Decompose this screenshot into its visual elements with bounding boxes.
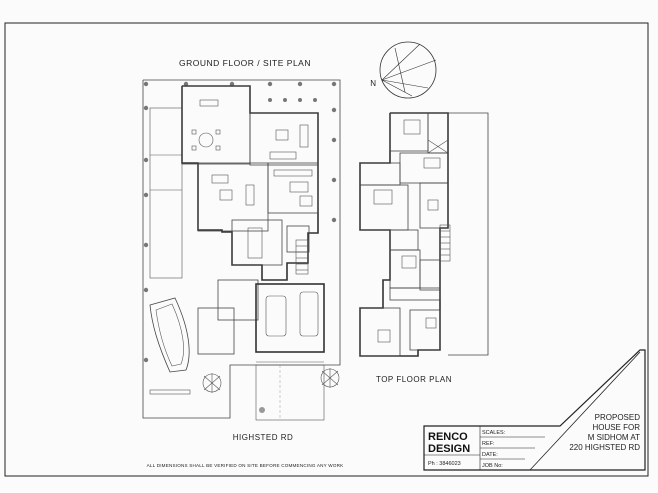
bedroom-1 — [359, 184, 409, 231]
top-site-outline — [448, 112, 489, 356]
boat — [149, 297, 190, 373]
foyer — [217, 279, 259, 321]
garage — [255, 283, 325, 353]
lounge — [197, 162, 269, 232]
top-floor-walls — [359, 112, 449, 357]
ensuite-top — [427, 112, 449, 154]
outdoor-deck — [149, 107, 183, 279]
ground-floor-title: GROUND FLOOR / SITE PLAN — [179, 58, 311, 68]
garden-tree-left — [202, 373, 222, 393]
bath-3 — [419, 259, 441, 291]
robe — [389, 287, 441, 301]
front-fence — [149, 389, 191, 395]
project-line-1: PROPOSED — [595, 413, 641, 422]
ground-floor-plan — [142, 79, 341, 421]
project-line-3: M SIDHOM AT — [588, 433, 640, 442]
boundary-trees — [143, 81, 337, 363]
bedroom-4 — [409, 309, 441, 351]
sheet-border — [4, 22, 649, 477]
general-note: ALL DIMENSIONS SHALL BE VERIFIED ON SITE… — [147, 463, 344, 468]
scale-label: SCALES: — [482, 430, 506, 436]
dining-room — [231, 219, 283, 266]
driveway — [255, 364, 325, 421]
kitchen — [267, 162, 319, 214]
car-right — [299, 291, 319, 337]
walk-in-robe — [359, 162, 401, 186]
alfresco-dining — [181, 85, 251, 165]
north-compass — [379, 41, 437, 99]
ground-stair — [295, 239, 309, 275]
project-line-2: HOUSE FOR — [592, 423, 640, 432]
title-block — [423, 349, 646, 471]
laundry — [286, 225, 310, 253]
project-line-4: 220 HIGHSTED RD — [569, 443, 640, 452]
job-number-label: JOB No: — [482, 463, 503, 469]
top-floor-title: TOP FLOOR PLAN — [376, 375, 452, 384]
north-label: N — [370, 79, 376, 88]
date-label: DATE: — [482, 452, 498, 458]
top-floor-plan — [359, 112, 489, 357]
landing — [389, 229, 419, 251]
title-block-frame — [423, 349, 646, 471]
company-phone: Ph : 3846023 — [428, 461, 461, 467]
bath-2 — [419, 182, 449, 229]
company-name-line2: DESIGN — [428, 443, 470, 455]
family-room — [249, 112, 319, 166]
dressing-room — [359, 307, 401, 357]
bedroom-3 — [389, 249, 421, 289]
car-left — [265, 295, 287, 337]
street-label: HIGHSTED RD — [233, 433, 294, 442]
study — [197, 307, 235, 355]
company-name-line1: RENCO — [428, 431, 468, 443]
top-stair — [439, 224, 451, 262]
ref-label: REF: — [482, 441, 495, 447]
garden-tree-right — [320, 368, 340, 388]
bedroom-2 — [389, 112, 429, 152]
site-boundary — [142, 79, 341, 419]
